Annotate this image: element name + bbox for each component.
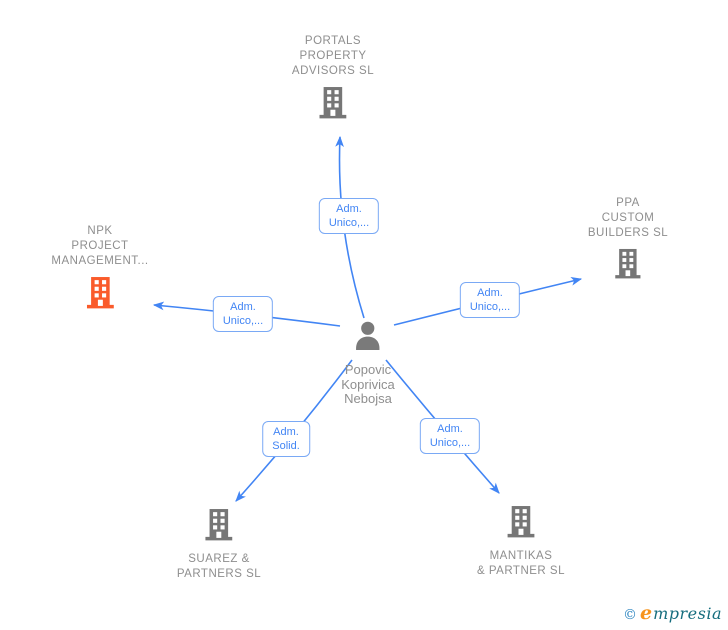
edge-label-line: Solid. — [272, 440, 300, 452]
company-name: MANTIKAS & PARTNER SL — [477, 549, 565, 579]
node-suarez-partners[interactable]: SUAREZ & PARTNERS SL — [177, 508, 261, 582]
person-name: Popovic Koprivica Nebojsa — [341, 362, 395, 407]
person-icon — [352, 320, 385, 357]
company-name: PORTALS PROPERTY ADVISORS SL — [292, 34, 374, 79]
node-person-popovic-koprivica-nebojsa[interactable]: Popovic Koprivica Nebojsa — [341, 320, 395, 407]
copyright-icon: © — [623, 607, 637, 623]
edge-label-adm-solid-suarez[interactable]: Adm. Solid. — [262, 421, 310, 457]
company-name: NPK PROJECT MANAGEMENT... — [51, 224, 148, 269]
company-name-line: PORTALS — [304, 35, 362, 47]
person-name-line: Nebojsa — [344, 391, 392, 406]
node-ppa-custom-builders[interactable]: PPA CUSTOM BUILDERS SL — [588, 196, 668, 284]
brand-initial: e — [640, 602, 653, 624]
edge-label-line: Unico,... — [328, 217, 370, 229]
company-name-line: & PARTNER SL — [476, 565, 566, 577]
edge-label-line: Adm. — [230, 301, 256, 313]
company-name-line: BUILDERS SL — [587, 227, 669, 239]
building-icon — [202, 508, 236, 546]
company-name-line: MANTIKAS — [489, 550, 553, 562]
person-name-line: Koprivica — [341, 376, 395, 392]
edge-label-line: Adm. — [477, 287, 503, 299]
company-name-line: PROJECT — [71, 240, 129, 252]
node-mantikas-partner[interactable]: MANTIKAS & PARTNER SL — [477, 505, 565, 579]
building-icon — [504, 505, 538, 543]
edge-label-adm-unico-mantikas[interactable]: Adm. Unico,... — [419, 418, 481, 454]
node-portals-property-advisors[interactable]: PORTALS PROPERTY ADVISORS SL — [292, 34, 374, 124]
company-name-line: SUAREZ & — [188, 553, 250, 565]
edge-label-adm-unico-ppa[interactable]: Adm. Unico,... — [459, 282, 521, 318]
company-name-line: PARTNERS SL — [176, 568, 262, 580]
company-name-line: MANAGEMENT... — [51, 255, 149, 267]
edge-label-adm-unico-portals[interactable]: Adm. Unico,... — [318, 198, 380, 234]
company-name: PPA CUSTOM BUILDERS SL — [588, 196, 668, 241]
building-icon-highlighted — [83, 276, 117, 314]
empresia-logo: © e mpresia — [623, 602, 722, 624]
company-name: SUAREZ & PARTNERS SL — [177, 552, 261, 582]
company-name-line: CUSTOM — [601, 212, 655, 224]
edge-label-line: Unico,... — [469, 301, 511, 313]
person-name-line: Popovic — [344, 362, 392, 377]
edge-label-line: Adm. — [336, 203, 362, 215]
building-icon — [612, 248, 644, 284]
edge-label-adm-unico-npk[interactable]: Adm. Unico,... — [212, 296, 274, 332]
company-name-line: PROPERTY — [299, 50, 367, 62]
company-name-line: ADVISORS SL — [291, 65, 375, 77]
building-icon — [316, 86, 350, 124]
edge-label-line: Adm. — [437, 423, 463, 435]
edge-label-line: Unico,... — [222, 315, 264, 327]
edge-label-line: Unico,... — [429, 437, 471, 449]
brand-name: mpresia — [653, 604, 722, 623]
company-name-line: PPA — [616, 197, 640, 209]
company-name-line: NPK — [87, 225, 113, 237]
edge-label-line: Adm. — [273, 426, 299, 438]
node-npk-project-management[interactable]: NPK PROJECT MANAGEMENT... — [51, 224, 148, 314]
